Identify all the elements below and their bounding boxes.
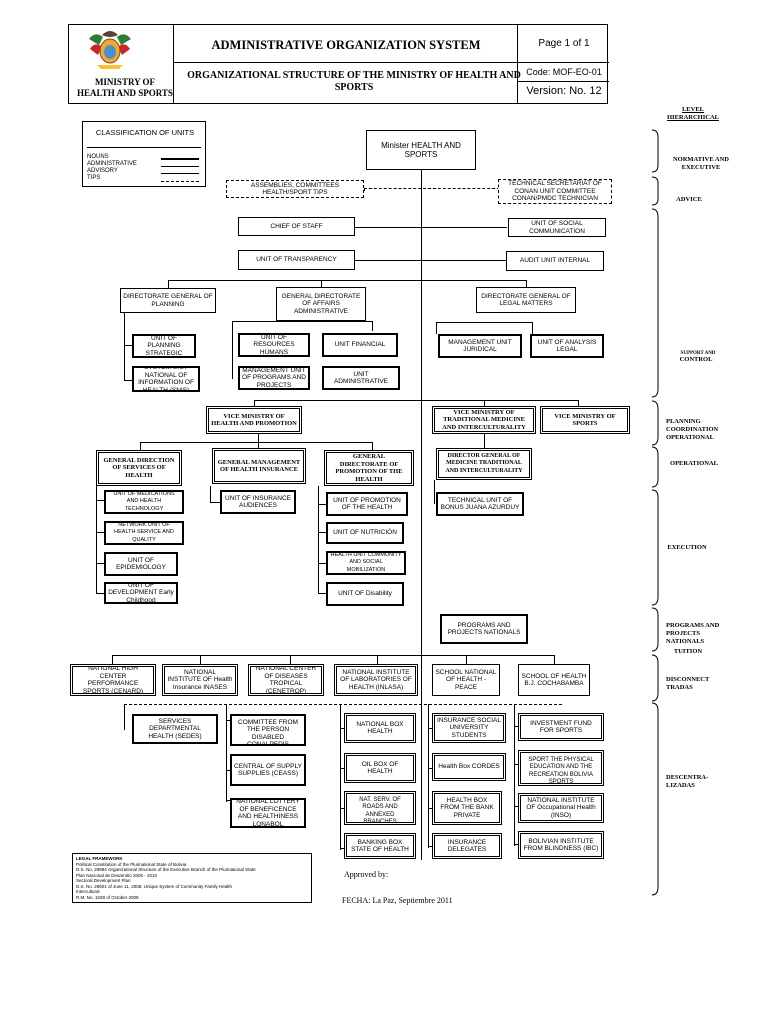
document-date: FECHA: La Paz, Septiembre 2011 (342, 896, 453, 905)
unit-dg-administrative: GENERAL DIRECTORATE OF AFFAIRS ADMINISTR… (276, 287, 366, 321)
level-programs: PROGRAMS AND PROJECTS NATIONALS (666, 622, 720, 645)
unit-ceass: CENTRAL OF SUPPLY SUPPLIES (CEASS) (230, 754, 306, 786)
unit-university: INSURANCE SOCIAL UNIVERSITY STUDENTS (432, 713, 506, 743)
level-operational: OPERATIONAL (670, 460, 718, 467)
unit-inlasa: NATIONAL INSTITUTE OF LABORATORIES OF HE… (334, 664, 418, 696)
unit-legal-analysis: UNIT OF ANALYSIS LEGAL (530, 334, 604, 358)
unit-investment: INVESTMENT FUND FOR SPORTS (518, 713, 604, 741)
system-title: ADMINISTRATIVE ORGANIZATION SYSTEM (211, 38, 481, 52)
unit-disability: UNIT OF Disability (326, 582, 404, 606)
unit-insurance-audiences: UNIT OF INSURANCE AUDIENCES (220, 490, 296, 514)
unit-tech-secretariat: TECHNICAL SECRETARIAT OF CONAN UNIT COMM… (498, 179, 612, 204)
unit-banking-box: BANKING BOX STATE OF HEALTH (344, 833, 416, 859)
level-control: CONTROL (679, 356, 713, 363)
unit-programs-management: MANAGEMENT UNIT OF PROGRAMS AND PROJECTS (238, 366, 310, 390)
legal-line: D.S. No. 29601 of June 11, 2008, Unique … (76, 883, 232, 889)
unit-dg-planning: DIRECTORATE GENERAL OF PLANNING (120, 288, 216, 313)
unit-vm-sports: VICE MINISTRY OF SPORTS (540, 406, 630, 434)
unit-inases: NATIONAL INSTITUTE OF Health Insurance I… (162, 664, 238, 696)
level-heading: LEVEL HIERARCHICAL (666, 106, 719, 121)
unit-dg-traditional-medicine: DIRECTOR GENERAL OF MEDICINE TRADITIONAL… (436, 448, 532, 480)
unit-minister: Minister HEALTH AND SPORTS (366, 130, 476, 170)
unit-conalpedis: NATIONAL COMMITTEE FROM THE PERSON DISAB… (230, 714, 306, 746)
coat-of-arms-icon (85, 27, 135, 71)
legal-line: Political Constitution of the Plurinatio… (76, 861, 187, 867)
level-normative: NORMATIVE AND EXECUTIVE (672, 156, 730, 171)
unit-epidemiology: UNIT OF EPIDEMIOLOGY (104, 552, 178, 576)
unit-development: UNIT OF DEVELOPMENT Early Childhood (104, 582, 178, 604)
unit-vm-traditional: VICE MINISTRY OF TRADITIONAL MEDICINE AN… (432, 406, 536, 434)
unit-vm-health: VICE MINISTRY OF HEALTH AND PROMOTION (206, 406, 302, 434)
structure-subtitle: ORGANIZATIONAL STRUCTURE OF THE MINISTRY… (187, 70, 521, 93)
legal-line: Sectoral Development Plan (76, 878, 131, 883)
legal-line: Plan Nacional de Desarrollo 2006 - 2010 (76, 872, 158, 878)
unit-roads-box: HEALTH BOX OF THE NAT. SERV. OF ROADS AN… (344, 791, 416, 825)
legal-framework: LEGAL FRAMEWORK Political Constitution o… (72, 853, 312, 903)
unit-medications: UNIT OF MEDICATIONS AND HEALTH TECHNOLOG… (104, 490, 184, 514)
unit-financial: UNIT FINANCIAL (322, 333, 398, 357)
unit-dg-legal: DIRECTORATE GENERAL OF LEGAL MATTERS (476, 287, 576, 313)
unit-school-peace: SCHOOL NATIONAL OF HEALTH - PEACE (432, 664, 500, 696)
unit-gd-promotion: GENERAL DIRECTORATE OF PROMOTION OF THE … (324, 450, 414, 486)
unit-nutrition: UNIT OF NUTRICIÓN (326, 522, 404, 544)
unit-administrative: UNIT ADMINISTRATIVE (322, 366, 400, 390)
unit-network: NETWORK UNIT OF HEALTH SERVICE AND QUALI… (104, 521, 184, 545)
unit-sedes: SERVICES DEPARTMENTAL HEALTH (SEDES) (132, 714, 218, 744)
level-execution: EXECUTION (667, 544, 707, 551)
unit-juridical: MANAGEMENT UNIT JURIDICAL (438, 334, 522, 358)
legal-line: R.M. No. 1028 of October 2009 (76, 894, 139, 900)
unit-cenard: NATIONAL HIGH CENTER PERFORMANCE SPORTS … (70, 664, 156, 696)
legal-title: LEGAL FRAMEWORK (76, 856, 123, 861)
unit-cenetrop: NATIONAL CENTER OF DISEASES TROPICAL (CE… (248, 664, 324, 696)
unit-inso: NATIONAL INSTITUTE OF Occupational Healt… (518, 793, 604, 823)
unit-gd-services: GENERAL DIRECTION OF SERVICES OF HEALTH (96, 450, 182, 486)
unit-chief-of-staff: CHIEF OF STAFF (238, 217, 355, 236)
level-disconnect: DISCONNECT TRADAS (666, 676, 710, 691)
unit-human-resources: UNIT OF RESOURCES HUMANS (238, 333, 310, 357)
level-tuition: TUITION (673, 648, 703, 655)
unit-national-box: NATIONAL BOX HEALTH (344, 713, 416, 743)
unit-oil-box: OIL BOX OF HEALTH (344, 753, 416, 783)
legend-advisory: ADVISORY (87, 168, 118, 174)
unit-transparency: UNIT OF TRANSPARENCY (238, 250, 355, 270)
page-number: Page 1 of 1 (538, 38, 590, 49)
unit-delegates: INSURANCE DELEGATES (432, 833, 502, 859)
document-code: Code: MOF-EO-01 (526, 67, 602, 77)
classification-legend: CLASSIFICATION OF UNITS NOUNS ADMINISTRA… (82, 121, 206, 187)
legend-tips: TIPS (87, 175, 101, 181)
level-decentralized: DESCENTRA- LIZADAS (666, 774, 709, 789)
legal-line: D.S. No. 29894 Organizational Structure … (76, 867, 256, 872)
unit-ibc: BOLIVIAN INSTITUTE FROM BLINDNESS (IBC) (518, 831, 604, 859)
unit-cordes: Health Box CORDES (432, 753, 506, 781)
unit-promotion: UNIT OF PROMOTION OF THE HEALTH (326, 492, 408, 516)
legal-line: Intercultural (76, 889, 100, 894)
level-brackets (651, 129, 659, 896)
document-version: Version: No. 12 (526, 85, 602, 97)
unit-strategic-planning: UNIT OF PLANNING STRATEGIC (132, 334, 196, 358)
unit-community: HEALTH UNIT COMMUNITY AND SOCIAL MOBILIZ… (326, 551, 406, 575)
level-planning: PLANNING COORDINATION OPERATIONAL (666, 418, 719, 441)
unit-social-communication: UNIT OF SOCIAL COMMUNICATION (508, 218, 606, 237)
unit-gm-insurance: GENERAL MANAGEMENT OF HEALTH INSURANCE (212, 448, 306, 484)
legend-administrative: ADMINISTRATIVE (87, 161, 137, 167)
level-support: SUPPORT AND (680, 351, 716, 356)
legend-nouns: NOUNS (87, 154, 109, 160)
unit-snis: SYSTEM UNIT NATIONAL OF INFORMATION OF H… (132, 366, 200, 392)
unit-audit: AUDIT UNIT INTERNAL (506, 251, 604, 271)
unit-bonus: TECHNICAL UNIT OF BONUS JUANA AZURDUY (436, 492, 524, 516)
approved-by: Approved by: (344, 870, 389, 879)
unit-assemblies: ASSEMBLIES, COMMITTEES HEALTH/SPORT TIPS (226, 180, 364, 198)
classification-title: CLASSIFICATION OF UNITS (95, 128, 195, 137)
document-header: MINISTRY OF HEALTH AND SPORTS ADMINISTRA… (68, 24, 609, 104)
unit-programs-national: PROGRAMS AND PROJECTS NATIONALS (440, 614, 528, 644)
unit-lonabol: NATIONAL LOTTERY OF BENEFICENCE AND HEAL… (230, 798, 306, 828)
unit-bank-private: HEALTH BOX FROM THE BANK PRIVATE (432, 791, 502, 825)
unit-bolivia-sports: BOL. INSTITUTE OF SPORT THE PHYSICAL EDU… (518, 750, 604, 786)
ministry-name: MINISTRY OF HEALTH AND SPORTS (77, 77, 173, 98)
unit-school-cochabamba: SCHOOL OF HEALTH B.J. COCHABAMBA (518, 664, 590, 696)
level-advice: ADVICE (676, 196, 702, 203)
